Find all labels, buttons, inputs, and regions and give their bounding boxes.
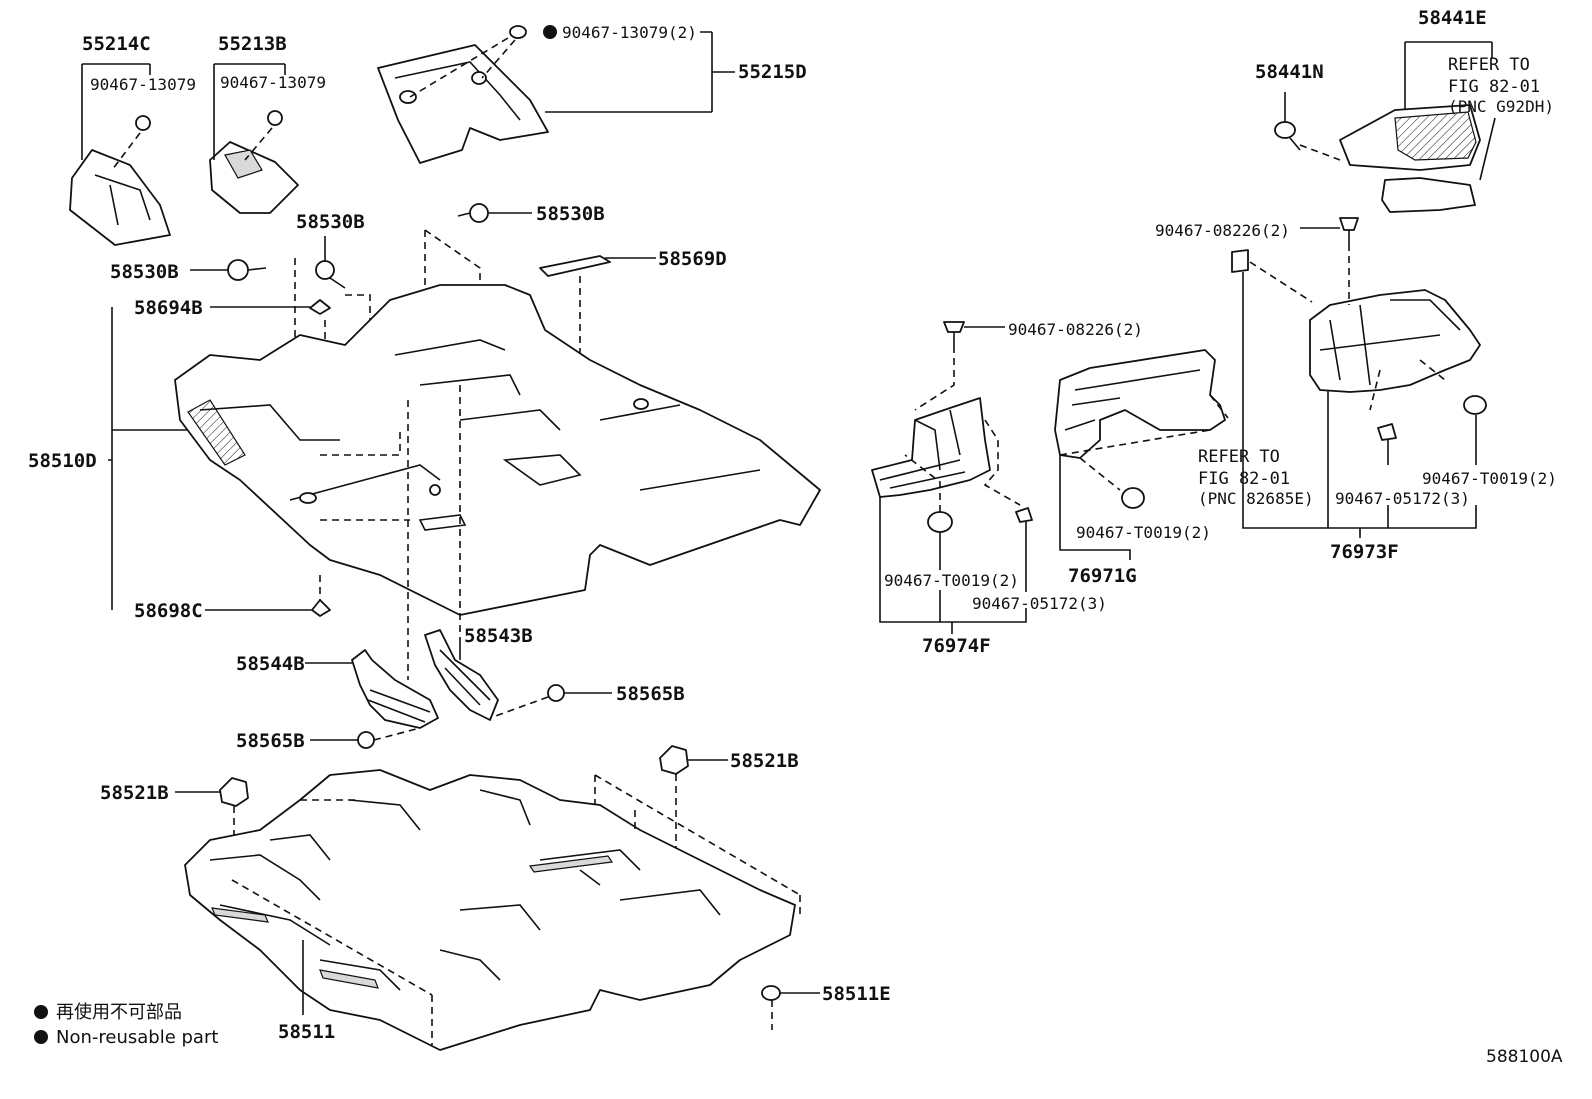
leader-55214C xyxy=(81,63,151,160)
clip-58698C xyxy=(311,599,331,617)
clip-58530B-top xyxy=(457,203,489,223)
label-90467-T0019-a: 90467-T0019(2) xyxy=(884,571,1019,590)
clip-58530B-left xyxy=(227,259,267,281)
part-58511 xyxy=(184,769,796,1051)
label-55215D: 55215D xyxy=(738,61,807,83)
label-58543B: 58543B xyxy=(464,625,533,647)
leader-58441E xyxy=(1404,41,1496,181)
part-58544B xyxy=(351,649,439,729)
label-90467-08226-a: 90467-08226(2) xyxy=(1155,221,1290,240)
part-55215D xyxy=(377,25,549,164)
label-90467-05172-a: 90467-05172(3) xyxy=(972,594,1107,613)
clip-90467-08226-mid xyxy=(943,321,965,346)
label-58698C: 58698C xyxy=(134,600,203,622)
legend-english: Non-reusable part xyxy=(56,1027,218,1048)
leader-76971G xyxy=(1059,455,1131,560)
label-90467-T0019-c: 90467-T0019(2) xyxy=(1422,469,1557,488)
label-58521B-b: 58521B xyxy=(100,782,169,804)
ref1-line1: REFER TO xyxy=(1448,55,1530,75)
legend-japanese: 再使用不可部品 xyxy=(56,1002,182,1023)
label-58530B-c: 58530B xyxy=(536,203,605,225)
pad-small xyxy=(1231,249,1249,273)
part-76971G xyxy=(1054,349,1226,459)
clip-90467-T0019-76971G xyxy=(1121,487,1145,509)
ref1-line2: FIG 82-01 xyxy=(1448,77,1540,97)
label-58565B-a: 58565B xyxy=(616,683,685,705)
clip-90467-05172-mid xyxy=(1015,507,1033,523)
label-76971G: 76971G xyxy=(1068,565,1137,587)
ref2-line1: REFER TO xyxy=(1198,447,1280,467)
label-90467-T0019-b: 90467-T0019(2) xyxy=(1076,523,1211,542)
label-58569D: 58569D xyxy=(658,248,727,270)
label-58544B: 58544B xyxy=(236,653,305,675)
part-58510D xyxy=(174,284,821,616)
clip-90467-T0019-mid xyxy=(927,511,953,533)
label-76974F: 76974F xyxy=(922,635,991,657)
leader-55213B xyxy=(213,63,286,160)
clip-58565B-right xyxy=(547,684,565,702)
label-90467-08226-b: 90467-08226(2) xyxy=(1008,320,1143,339)
leader-55215D xyxy=(545,31,735,113)
clip-90467-T0019-right xyxy=(1463,395,1487,415)
clip-90467-05172-right xyxy=(1377,423,1397,441)
figure-code: 588100A xyxy=(1486,1047,1563,1067)
part-55214C xyxy=(69,115,171,246)
leader-76974F xyxy=(879,497,1027,634)
clip-58521B-left xyxy=(219,777,249,807)
part-58441E xyxy=(1339,104,1481,213)
label-90467-05172-b: 90467-05172(3) xyxy=(1335,489,1470,508)
label-55213B: 55213B xyxy=(218,33,287,55)
part-58543B xyxy=(424,629,499,721)
legend: 再使用不可部品 Non-reusable part xyxy=(34,1002,218,1048)
leader-76973F xyxy=(1242,272,1477,538)
ref2-line3: (PNC 82685E) xyxy=(1198,489,1314,508)
legend-marker-en xyxy=(34,1030,48,1044)
leader-58510D xyxy=(108,307,188,610)
label-58521B-a: 58521B xyxy=(730,750,799,772)
label-90467-13079-c: 90467-13079(2) xyxy=(562,23,697,42)
clip-58521B-right xyxy=(659,745,689,775)
clip-58441N xyxy=(1274,121,1301,151)
label-58530B-a: 58530B xyxy=(110,261,179,283)
clip-90467-08226-right xyxy=(1339,217,1359,244)
clip-58569D xyxy=(539,255,611,277)
clip-58694B xyxy=(309,299,331,315)
label-58511E: 58511E xyxy=(822,983,891,1005)
clip-58565B-left xyxy=(357,731,375,749)
label-58565B-b: 58565B xyxy=(236,730,305,752)
label-58694B: 58694B xyxy=(134,297,203,319)
label-58530B-b: 58530B xyxy=(296,211,365,233)
clip-58511E xyxy=(761,985,781,1001)
label-58510D: 58510D xyxy=(28,450,97,472)
part-55213B xyxy=(209,110,299,214)
part-76974F xyxy=(871,397,991,498)
label-58441N: 58441N xyxy=(1255,61,1324,83)
ref2-line2: FIG 82-01 xyxy=(1198,469,1290,489)
label-90467-13079-a: 90467-13079 xyxy=(90,75,196,94)
non-reusable-marker xyxy=(543,25,557,39)
clip-58530B-mid xyxy=(315,260,346,289)
label-58441E: 58441E xyxy=(1418,7,1487,29)
legend-marker-ja xyxy=(34,1005,48,1019)
label-55214C: 55214C xyxy=(82,33,151,55)
part-76973F xyxy=(1309,289,1481,393)
ref1-line3: (PNC G92DH) xyxy=(1448,97,1554,116)
label-90467-13079-b: 90467-13079 xyxy=(220,73,326,92)
label-76973F: 76973F xyxy=(1330,541,1399,563)
label-58511: 58511 xyxy=(278,1021,335,1043)
